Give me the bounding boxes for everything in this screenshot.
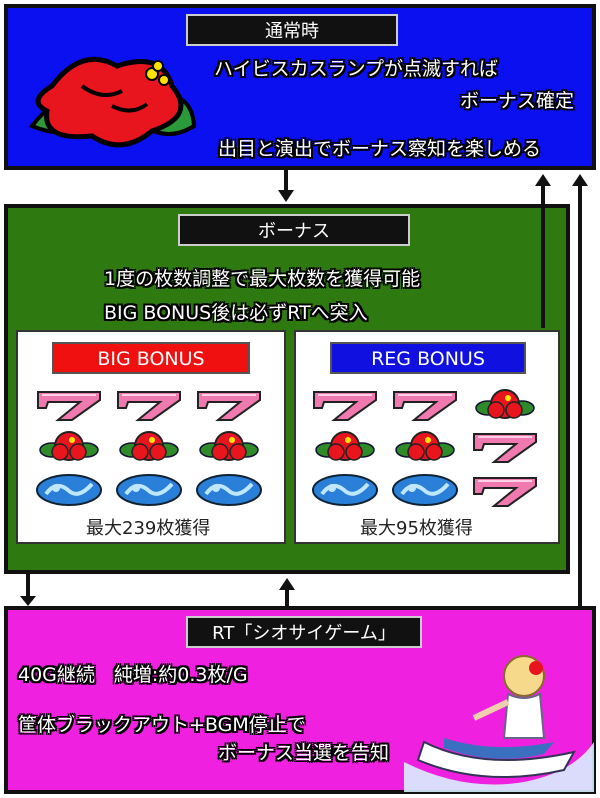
bonus-text-line1: 1度の枚数調整で最大枚数を獲得可能: [104, 268, 421, 290]
reg-bonus-panel: REG BONUS 最大95枚獲得: [294, 330, 560, 544]
bonus-text-line2: BIG BONUS後は必ずRTへ突入: [104, 302, 368, 324]
big-bonus-panel: BIG BONUS 最大239枚獲得: [16, 330, 286, 544]
normal-text-line2: ボーナス確定: [460, 90, 575, 112]
big-bonus-label: BIG BONUS: [52, 342, 250, 374]
rt-title: RT「シオサイゲーム」: [186, 616, 422, 648]
bonus-box: ボーナス 1度の枚数調整で最大枚数を獲得可能 BIG BONUS後は必ずRTへ突…: [4, 204, 570, 574]
rt-text-line1: 40G継続 純増:約0.3枚/G: [18, 664, 248, 686]
jetski-character-icon: [404, 655, 594, 792]
big-bonus-caption: 最大239枚獲得: [86, 518, 211, 539]
arrow-down-icon: [278, 170, 294, 202]
normal-text-line3: 出目と演出でボーナス察知を楽しめる: [218, 138, 542, 160]
normal-state-title: 通常時: [186, 14, 398, 46]
bonus-title: ボーナス: [178, 214, 410, 246]
reg-bonus-label: REG BONUS: [330, 342, 526, 374]
big-bonus-reel-icon: [35, 391, 263, 507]
hibiscus-flower-icon: [28, 56, 197, 148]
normal-text-line1: ハイビスカスランプが点滅すれば: [214, 58, 499, 80]
normal-state-box: 通常時 ハイビスカスランプが点滅すれば ボーナス確定 出目と演出でボーナス察知を…: [4, 4, 596, 170]
reg-bonus-caption: 最大95枚獲得: [360, 518, 473, 539]
rt-text-line3: ボーナス当選を告知: [218, 742, 390, 764]
reg-bonus-reel-icon: [311, 389, 537, 507]
rt-box: RT「シオサイゲーム」 40G継続 純増:約0.3枚/G 筐体ブラックアウト+B…: [4, 606, 596, 794]
rt-text-line2: 筐体ブラックアウト+BGM停止で: [18, 714, 306, 736]
